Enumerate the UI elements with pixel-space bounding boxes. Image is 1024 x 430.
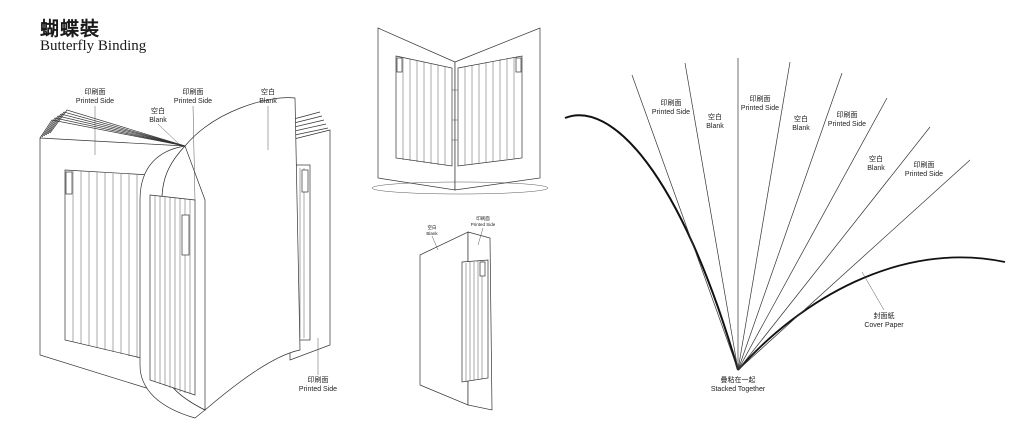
- label-stacked-together-en: Stacked Together: [711, 386, 766, 393]
- left-page-stack: [39, 109, 186, 147]
- label-blank-en: Blank: [149, 117, 167, 124]
- fan-diagram: 印刷面 Printed Side 空白 Blank 印刷面 Printed Si…: [564, 58, 1006, 393]
- label-printed-side-zh: 印刷面: [183, 88, 204, 96]
- label-blank-zh: 空白: [869, 154, 883, 163]
- fan-page-line: [737, 61, 791, 371]
- label-printed-side-en: Printed Side: [174, 98, 212, 105]
- cover-paper-curve-right: [737, 256, 1006, 371]
- label-printed-side-zh: 印刷面: [661, 99, 682, 107]
- diagram-title-chinese: 蝴蝶裝: [40, 18, 101, 40]
- fan-page-line: [737, 159, 971, 371]
- label-printed-side-en: Printed Side: [471, 222, 496, 227]
- fan-page-line: [737, 72, 843, 371]
- label-printed-side-zh: 印刷面: [914, 161, 935, 169]
- cover-paper-curve-left: [564, 114, 739, 371]
- label-printed-side-zh: 印刷面: [837, 111, 858, 119]
- label-cover-paper-zh: 封面紙: [874, 311, 895, 320]
- label-printed-side-en: Printed Side: [76, 98, 114, 105]
- label-printed-side-zh: 印刷面: [476, 215, 490, 222]
- label-blank-zh: 空白: [708, 112, 722, 121]
- label-printed-side-zh: 印刷面: [85, 88, 106, 96]
- opened-spread-illustration: [371, 27, 549, 195]
- label-blank-zh: 空白: [794, 114, 808, 123]
- fan-page-line: [737, 97, 888, 371]
- fan-page-line: [684, 62, 739, 371]
- label-printed-side-en: Printed Side: [652, 109, 690, 116]
- label-printed-side-en: Printed Side: [905, 171, 943, 178]
- diagram-title-english: Butterfly Binding: [40, 38, 147, 54]
- open-book-illustration: 印刷面 Printed Side 空白 Blank 印刷面 Printed Si…: [39, 87, 337, 419]
- label-blank-en: Blank: [259, 98, 277, 105]
- label-printed-side-en: Printed Side: [828, 121, 866, 128]
- label-cover-paper-en: Cover Paper: [864, 322, 904, 329]
- label-blank-en: Blank: [867, 165, 885, 172]
- fan-page-line: [737, 126, 931, 371]
- label-printed-side-zh: 印刷面: [308, 376, 329, 384]
- label-blank-en: Blank: [426, 231, 438, 236]
- label-blank-zh: 空白: [151, 106, 165, 115]
- label-printed-side-en: Printed Side: [299, 386, 337, 393]
- label-stacked-together-zh: 疊粘在一起: [721, 375, 756, 384]
- label-blank-zh: 空白: [261, 87, 275, 96]
- label-blank-en: Blank: [792, 125, 810, 132]
- label-printed-side-zh: 印刷面: [750, 95, 771, 103]
- label-printed-side-en: Printed Side: [741, 105, 779, 112]
- fan-page-line: [631, 74, 739, 371]
- single-folded-leaf-illustration: 空白 Blank 印刷面 Printed Side: [419, 215, 496, 411]
- curved-right-page: [184, 97, 301, 411]
- label-blank-en: Blank: [706, 123, 724, 130]
- label-blank-zh: 空白: [428, 224, 437, 231]
